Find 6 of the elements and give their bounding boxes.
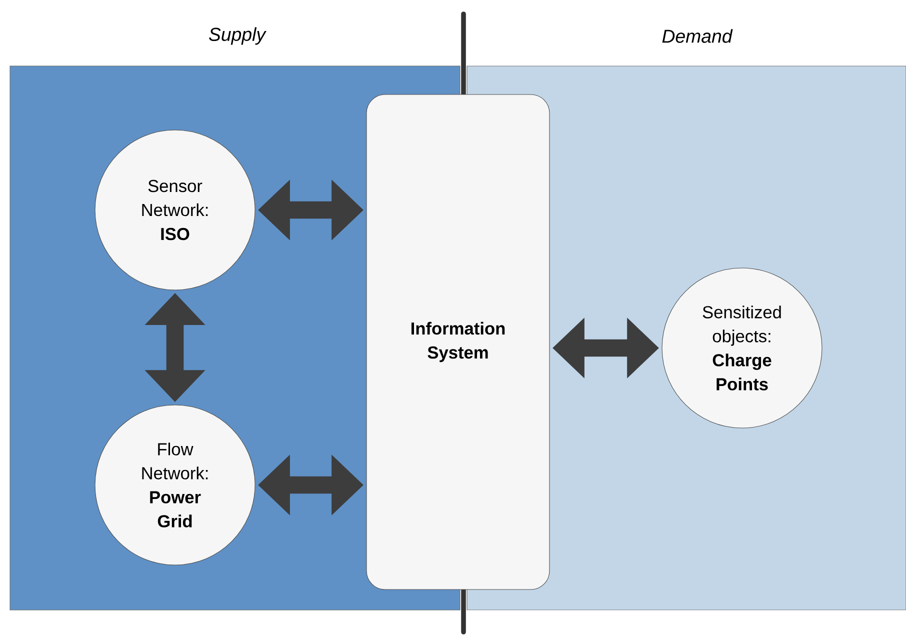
circle-node: Sensitized objects: Charge Points [662,268,822,428]
heading: Demand [662,29,733,43]
circle-node: Flow Network: Power Grid [94,404,256,566]
heading: Supply [209,27,266,45]
process-box: Information System [366,94,550,590]
circle-node: Sensor Network: ISO [94,130,256,290]
